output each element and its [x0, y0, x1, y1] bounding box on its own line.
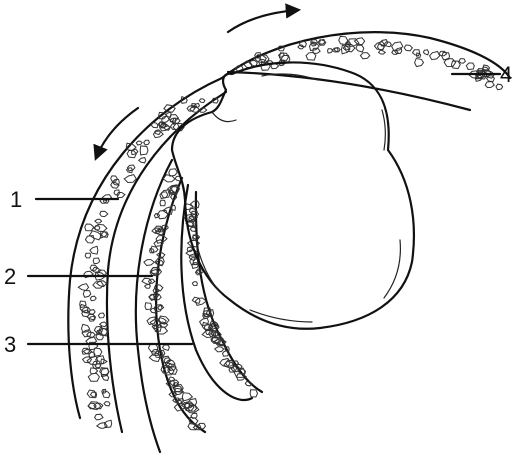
- tissue-cell: [379, 50, 386, 54]
- tissue-cell: [215, 347, 224, 352]
- tissue-cell: [80, 301, 86, 308]
- label-4: 4: [500, 62, 512, 87]
- tissue-cell: [404, 45, 412, 51]
- label-2: 2: [4, 264, 16, 289]
- tissue-cell: [423, 50, 428, 55]
- label-3: 3: [4, 332, 16, 357]
- tissue-cell: [160, 200, 165, 206]
- tissue-cell: [88, 373, 99, 381]
- tissue-cell: [103, 374, 109, 380]
- tissue-cell: [415, 59, 424, 67]
- tissue-cell: [192, 282, 197, 286]
- central-body: [172, 62, 414, 328]
- tissue-cell: [356, 45, 364, 52]
- tissue-cell: [459, 59, 465, 63]
- tissue-cell: [430, 52, 440, 60]
- tissue-cell: [145, 303, 152, 310]
- top-arrow: [228, 10, 298, 32]
- tissue-cell: [199, 99, 205, 103]
- tissue-cell: [140, 146, 148, 155]
- tissue-cell: [162, 345, 169, 351]
- tissue-cell: [95, 414, 103, 420]
- tissue-cell: [95, 219, 102, 223]
- tissue-cell: [104, 402, 110, 406]
- leader-lines: [28, 74, 500, 344]
- tissue-cell: [250, 390, 257, 397]
- tissue-cell: [158, 305, 164, 309]
- tissue-cell: [169, 377, 175, 381]
- tissue-cell: [328, 49, 333, 53]
- tissue-cell: [139, 158, 146, 163]
- tissue-cell: [124, 175, 136, 183]
- tissue-cell: [154, 214, 159, 218]
- tissue-cell: [360, 53, 369, 59]
- tissue-cell: [95, 226, 100, 230]
- outer-left-band: [68, 78, 226, 432]
- tissue-cell: [78, 284, 88, 291]
- tissue-cell: [90, 246, 98, 254]
- tissue-cell: [83, 291, 91, 298]
- tissue-cell: [85, 253, 91, 258]
- tissue-cell: [339, 36, 348, 44]
- tissue-cell: [145, 284, 151, 288]
- tissue-cell: [466, 63, 474, 70]
- tissue-cell: [93, 258, 100, 264]
- tissue-cell: [485, 82, 494, 88]
- label-1: 1: [10, 187, 22, 212]
- tissue-cell: [392, 50, 398, 54]
- tissue-cell: [156, 236, 167, 244]
- tissue-cell: [90, 296, 96, 301]
- tissue-cell: [169, 169, 178, 176]
- tissue-cell: [189, 254, 195, 260]
- tissue-cell: [144, 140, 150, 145]
- tissue-cell: [413, 50, 420, 56]
- tissue-cell: [136, 141, 142, 145]
- tissue-cell: [200, 318, 209, 325]
- tissue-cell: [144, 260, 154, 266]
- upper-sheath: [222, 32, 510, 110]
- tissue-cell: [190, 227, 196, 231]
- tissue-cell: [100, 211, 108, 216]
- tissue-cell: [103, 391, 110, 398]
- tissue-cell: [98, 313, 104, 318]
- tissue-cell: [195, 298, 206, 305]
- tissue-cell: [85, 224, 94, 231]
- tissue-cell: [82, 330, 91, 337]
- tissue-cell: [85, 236, 94, 244]
- middle-bands: [136, 160, 262, 452]
- tissue-cell: [162, 356, 170, 363]
- tissue-cell: [151, 123, 158, 128]
- tissue-cell: [83, 357, 92, 363]
